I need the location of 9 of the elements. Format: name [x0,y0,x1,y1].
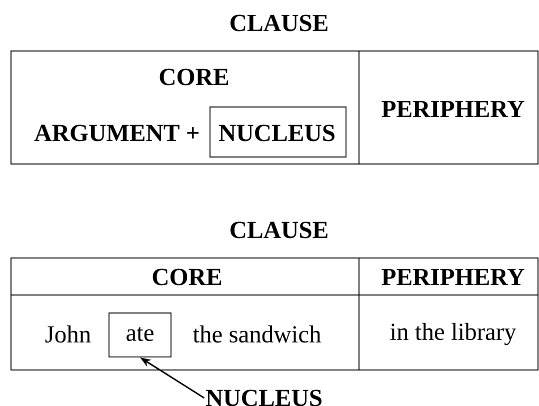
header-cell: CORE [10,258,360,296]
table-cell: in the library [358,294,538,370]
periphery-cell: PERIPHERY [358,50,538,164]
nucleus-box: NUCLEUS [210,106,346,158]
node-label: CLAUSE [230,222,328,238]
node-label: CLAUSE [230,14,328,32]
word-box: ate [108,312,172,358]
nucleus-label: NUCLEUS [206,390,322,406]
header-cell: PERIPHERY [358,258,538,296]
